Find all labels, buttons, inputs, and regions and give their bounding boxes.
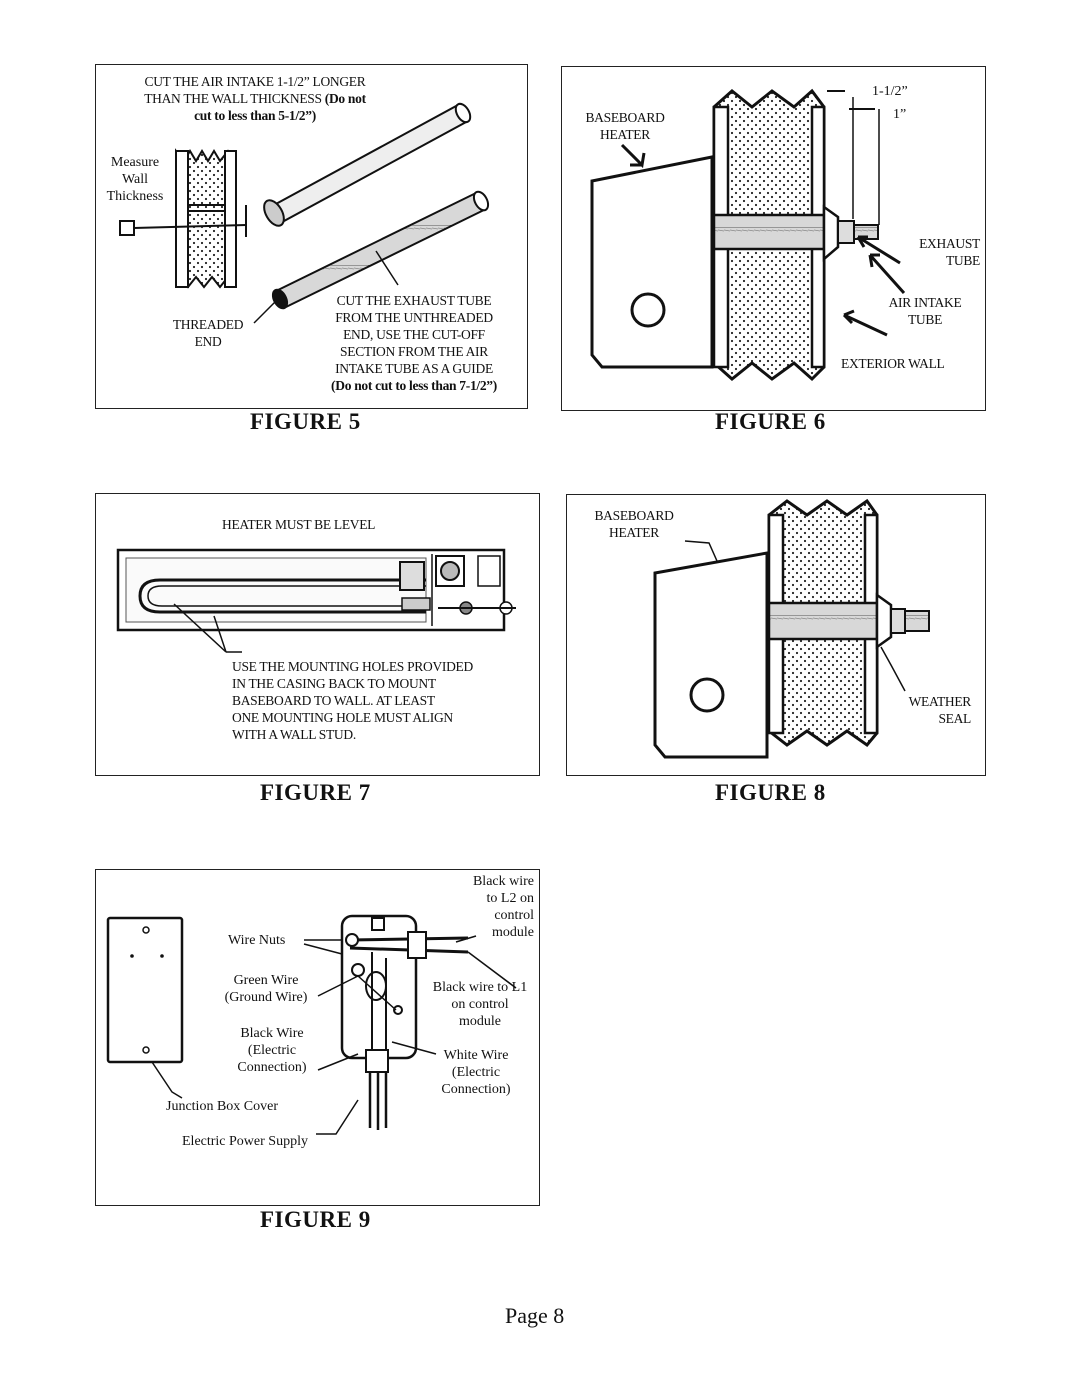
fig5-measure-line2: Wall [121,172,149,187]
fig6-dimension-1-5: 1-1/2” [872,84,908,99]
figure-7-caption: FIGURE 7 [260,780,371,805]
fig6-intake-line2: TUBE [907,312,943,327]
fig9-blackwire-line2: (Electric [247,1043,297,1058]
figure-5-caption: FIGURE 5 [250,409,361,434]
fig6-baseboard-line1: BASEBOARD [585,110,665,125]
fig5-exhaust-line4: SECTION FROM THE AIR [340,344,488,359]
fig8-baseboard-line1: BASEBOARD [594,508,674,523]
fig8-baseboard-line2: HEATER [609,525,659,540]
figure-9-caption: FIGURE 9 [260,1207,371,1232]
fig9-l2-line4: module [492,925,534,940]
fig9-green-line1: Green Wire [233,973,299,988]
fig5-threaded-line1: THREADED [172,317,244,332]
fig6-dimension-1: 1” [893,107,907,122]
fig5-instruction-line3: cut to less than 5-1/2”) [194,108,316,123]
figure-8-drawing [653,498,930,759]
fig5-threaded-line2: END [194,334,222,349]
fig5-exhaust-line2: FROM THE UNTHREADED [335,310,493,325]
figure-7-panel: HEATER MUST BE LEVEL USE THE MOUNTING HO… [95,493,540,776]
fig9-l1-line1: Black wire to L1 [432,980,528,995]
fig5-instruction-line2-note: (Do not [324,91,366,106]
figure-6-panel: BASEBOARD HEATER 1-1/2” 1” EXHAUST TUBE … [561,66,986,411]
figure-6-drawing [590,88,906,382]
fig5-exhaust-line1: CUT THE EXHAUST TUBE [336,293,492,308]
fig9-l1-line2: on control [451,997,509,1012]
fig9-l2-line3: control [494,908,534,923]
fig5-instruction-line2: THAN THE WALL THICKNESS [144,91,325,106]
figure-7-drawing [116,548,516,653]
fig7-mount-line3: BASEBOARD TO WALL. AT LEAST [232,693,435,708]
fig7-mount-line2: IN THE CASING BACK TO MOUNT [232,676,436,691]
figure-5-drawing [119,102,490,324]
fig6-exterior-wall: EXTERIOR WALL [841,356,945,371]
fig7-mount-line1: USE THE MOUNTING HOLES PROVIDED [232,659,473,674]
fig5-instruction-line1: CUT THE AIR INTAKE 1-1/2” LONGER [144,74,366,89]
fig9-white-line3: Connection) [441,1082,511,1097]
fig7-level-label: HEATER MUST BE LEVEL [222,517,376,532]
fig8-seal-line1: WEATHER [908,694,972,709]
figure-9-panel: Wire Nuts Green Wire (Ground Wire) Black… [95,869,540,1206]
figure-5-panel: CUT THE AIR INTAKE 1-1/2” LONGER THAN TH… [95,64,528,409]
fig6-exhaust-line2: TUBE [945,253,980,268]
fig9-junction-box-cover: Junction Box Cover [166,1099,278,1114]
fig5-exhaust-line3: END, USE THE CUT-OFF [343,327,485,342]
fig5-measure-line1: Measure [110,155,160,170]
fig6-intake-line1: AIR INTAKE [888,295,962,310]
fig7-mount-line4: ONE MOUNTING HOLE MUST ALIGN [232,710,453,725]
fig9-blackwire-line3: Connection) [237,1060,307,1075]
fig9-green-line2: (Ground Wire) [224,990,308,1005]
figure-8-caption: FIGURE 8 [715,780,826,805]
fig9-electric-power-supply: Electric Power Supply [182,1134,308,1149]
fig9-wire-nuts: Wire Nuts [228,933,286,948]
fig5-exhaust-line5: INTAKE TUBE AS A GUIDE [335,361,493,376]
fig6-baseboard-line2: HEATER [600,127,650,142]
fig7-mount-line5: WITH A WALL STUD. [232,727,356,742]
figure-9-drawing [106,914,517,1135]
figure-8-panel: BASEBOARD HEATER WEATHER SEAL [566,494,986,776]
page-number: Page 8 [505,1303,565,1328]
fig5-measure-line3: Thickness [106,189,164,204]
fig9-l2-line1: Black wire [472,874,534,889]
fig9-l1-line3: module [459,1014,501,1029]
fig9-white-line1: White Wire [443,1048,509,1063]
figure-6-caption: FIGURE 6 [715,409,826,434]
fig9-l2-line2: to L2 on [486,891,534,906]
fig9-blackwire-line1: Black Wire [240,1026,304,1041]
fig5-exhaust-line6: (Do not cut to less than 7-1/2”) [331,378,497,393]
fig6-exhaust-line1: EXHAUST [919,236,980,251]
fig9-white-line2: (Electric [451,1065,501,1080]
fig8-seal-line2: SEAL [938,711,971,726]
